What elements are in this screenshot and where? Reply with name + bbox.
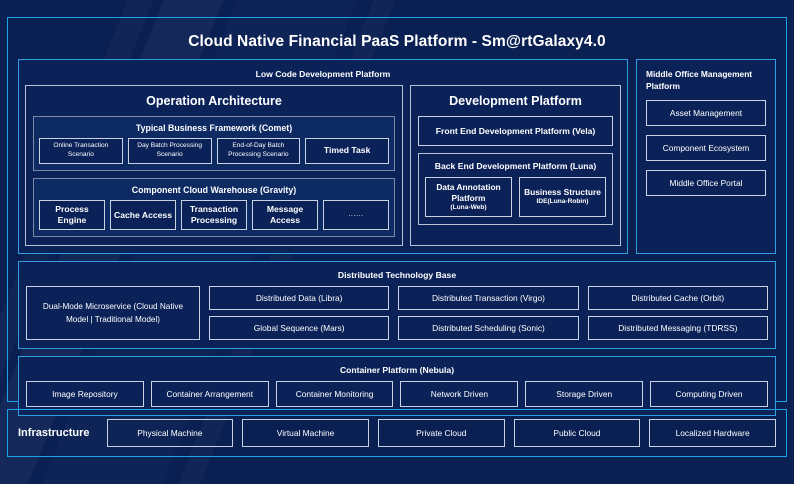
low-code-development-platform-panel: Low Code Development Platform Operation … — [18, 59, 628, 255]
infrastructure-item[interactable]: Private Cloud — [377, 419, 505, 447]
dual-mode-microservice-chip[interactable]: Dual-Mode Microservice (Cloud Native Mod… — [26, 286, 200, 341]
container-platform-panel: Container Platform (Nebula) Image Reposi… — [18, 356, 776, 417]
container-platform-item[interactable]: Computing Driven — [650, 381, 768, 408]
ellipsis-label: ...... — [348, 211, 364, 219]
dtb-item[interactable]: Distributed Scheduling (Sonic) — [398, 316, 579, 341]
business-framework-item[interactable]: Timed Task — [305, 138, 389, 164]
dtb-item[interactable]: Global Sequence (Mars) — [209, 316, 390, 341]
dtb-item[interactable]: Distributed Transaction (Virgo) — [398, 286, 579, 311]
middle-office-item-component-ecosystem[interactable]: Component Ecosystem — [646, 135, 766, 162]
infrastructure-label: Infrastructure — [18, 427, 90, 439]
typical-business-framework-panel: Typical Business Framework (Comet) Onlin… — [33, 116, 395, 171]
dtb-column: Distributed Cache (Orbit) Distributed Me… — [587, 286, 768, 341]
dtb-item[interactable]: Distributed Messaging (TDRSS) — [587, 316, 768, 341]
business-framework-item[interactable]: Day Batch Processing Scenario — [127, 138, 212, 164]
back-end-item-main: Data Annotation Platform — [436, 181, 501, 203]
component-warehouse-item[interactable]: Message Access — [252, 200, 318, 231]
container-platform-item[interactable]: Network Driven — [400, 381, 519, 408]
business-framework-item[interactable]: Online Transaction Scenario — [39, 138, 123, 164]
container-platform-item[interactable]: Container Monitoring — [275, 381, 394, 408]
middle-office-item-asset-management[interactable]: Asset Management — [646, 100, 766, 127]
container-platform-item[interactable]: Image Repository — [26, 381, 144, 408]
low-code-panel-title: Low Code Development Platform — [255, 69, 391, 79]
component-warehouse-item[interactable]: Transaction Processing — [181, 200, 247, 231]
back-end-development-platform-panel: Back End Development Platform (Luna) Dat… — [418, 153, 613, 225]
infrastructure-item[interactable]: Physical Machine — [106, 419, 234, 447]
back-end-item-sub: IDE(Luna-Robin) — [536, 198, 589, 206]
platform-diagram-frame: Cloud Native Financial PaaS Platform - S… — [7, 17, 787, 417]
dtb-column: Distributed Transaction (Virgo) Distribu… — [398, 286, 579, 341]
development-platform-title: Development Platform — [449, 94, 582, 108]
dtb-column: Distributed Data (Libra) Global Sequence… — [209, 286, 390, 341]
development-platform-panel: Development Platform Front End Developme… — [410, 85, 621, 247]
typical-business-framework-title: Typical Business Framework (Comet) — [135, 123, 293, 133]
container-platform-title: Container Platform (Nebula) — [339, 365, 455, 376]
upper-row: Low Code Development Platform Operation … — [8, 59, 786, 255]
back-end-item[interactable]: Business Structure IDE(Luna-Robin) — [519, 177, 606, 217]
container-platform-item[interactable]: Storage Driven — [525, 381, 644, 408]
middle-office-item-middle-office-portal[interactable]: Middle Office Portal — [646, 170, 766, 197]
component-cloud-warehouse-title: Component Cloud Warehouse (Gravity) — [131, 185, 297, 195]
infrastructure-panel: Infrastructure Physical Machine Virtual … — [7, 409, 787, 457]
middle-office-title: Middle Office Management Platform — [646, 69, 753, 92]
component-warehouse-item[interactable]: Process Engine — [39, 200, 105, 231]
operation-architecture-panel: Operation Architecture Typical Business … — [25, 85, 403, 247]
business-framework-item[interactable]: End-of-Day Batch Processing Scenario — [216, 138, 301, 164]
container-platform-item[interactable]: Container Arrangement — [150, 381, 269, 408]
page-title: Cloud Native Financial PaaS Platform - S… — [188, 33, 606, 50]
infrastructure-item[interactable]: Public Cloud — [513, 419, 641, 447]
dtb-item[interactable]: Distributed Data (Libra) — [209, 286, 390, 311]
distributed-technology-base-title: Distributed Technology Base — [337, 270, 457, 281]
middle-office-management-platform-panel: Middle Office Management Platform Asset … — [636, 59, 776, 255]
infrastructure-item[interactable]: Virtual Machine — [242, 419, 369, 447]
infrastructure-item[interactable]: Localized Hardware — [649, 419, 776, 447]
distributed-technology-base-panel: Distributed Technology Base Dual-Mode Mi… — [18, 261, 776, 350]
back-end-item-sub: (Luna-Web) — [450, 203, 487, 211]
back-end-item-main: Business Structure — [524, 187, 601, 198]
operation-architecture-title: Operation Architecture — [146, 94, 282, 108]
component-warehouse-item-more[interactable]: ...... — [323, 200, 389, 231]
dtb-item[interactable]: Distributed Cache (Orbit) — [587, 286, 768, 311]
component-warehouse-item[interactable]: Cache Access — [110, 200, 176, 231]
back-end-item[interactable]: Data Annotation Platform (Luna-Web) — [425, 177, 512, 217]
front-end-development-platform[interactable]: Front End Development Platform (Vela) — [418, 116, 613, 146]
back-end-development-platform-title: Back End Development Platform (Luna) — [434, 161, 597, 171]
component-cloud-warehouse-panel: Component Cloud Warehouse (Gravity) Proc… — [33, 178, 395, 238]
